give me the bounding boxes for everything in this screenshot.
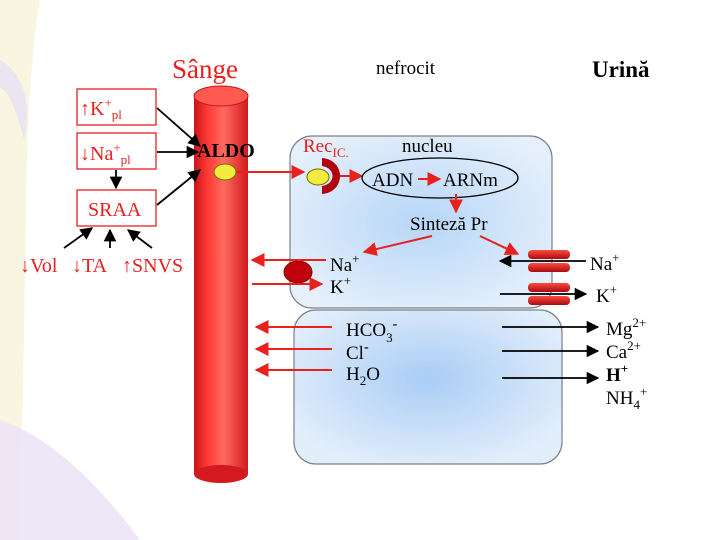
mrna-label: ARNm [443, 170, 498, 191]
synthesis-to-channel-arrow [479, 235, 520, 255]
ammonium-label: NH4+ [606, 384, 647, 412]
sodium-channel-bottom [528, 263, 570, 272]
na-plasma-box [76, 132, 157, 170]
receptor-label: RecIC. [303, 136, 349, 160]
stimulus-blood-pressure: ↓TA [72, 255, 108, 277]
aldosterone-molecule [213, 163, 237, 181]
bound-aldosterone [306, 168, 330, 186]
water-label: H2O [346, 364, 380, 388]
protein-synthesis-label: Sinteză Pr [410, 214, 488, 235]
sraa-box [76, 189, 157, 227]
header-blood: Sânge [172, 54, 238, 84]
sodium-potassium-pump [283, 260, 313, 284]
header-urine: Urină [592, 57, 650, 82]
header-nephrocyte: nefrocit [376, 58, 436, 79]
proton-label: H+ [606, 361, 628, 386]
k-plasma-box [76, 88, 157, 126]
intracellular-receptor [322, 158, 340, 194]
potassium-channel-top [528, 283, 570, 292]
stimulus-volume: ↓Vol [20, 255, 58, 277]
lower-nephrocyte [293, 309, 563, 465]
potassium-channel-bottom [528, 296, 570, 305]
magnesium-label: Mg2+ [606, 315, 646, 340]
blood-vessel [193, 85, 249, 483]
stimulus-sympathetic: ↑SNVS [122, 255, 183, 277]
cell-potassium-label: K+ [330, 273, 351, 298]
lumen-potassium-label: K+ [596, 282, 617, 307]
regulation-arrows [63, 107, 201, 249]
calcium-label: Ca2+ [606, 338, 641, 363]
na-plasma-label: ↓Na+pl [80, 140, 131, 167]
decorative-background [0, 0, 140, 540]
bicarbonate-label: HCO3- [346, 317, 398, 345]
lumen-sodium-label: Na+ [590, 250, 620, 275]
nucleus [361, 157, 519, 199]
chloride-label: Cl- [346, 340, 369, 364]
cell-sodium-label: Na+ [330, 251, 360, 276]
k-plasma-label: ↑K+pl [80, 95, 122, 122]
aldosterone-label: ALDO [197, 140, 255, 162]
sodium-channel-top [528, 250, 570, 259]
sraa-label: SRAA [88, 199, 142, 221]
synthesis-to-pump-arrow [362, 235, 433, 256]
nucleus-label: nucleu [402, 136, 453, 157]
dna-label: ADN [372, 170, 413, 191]
